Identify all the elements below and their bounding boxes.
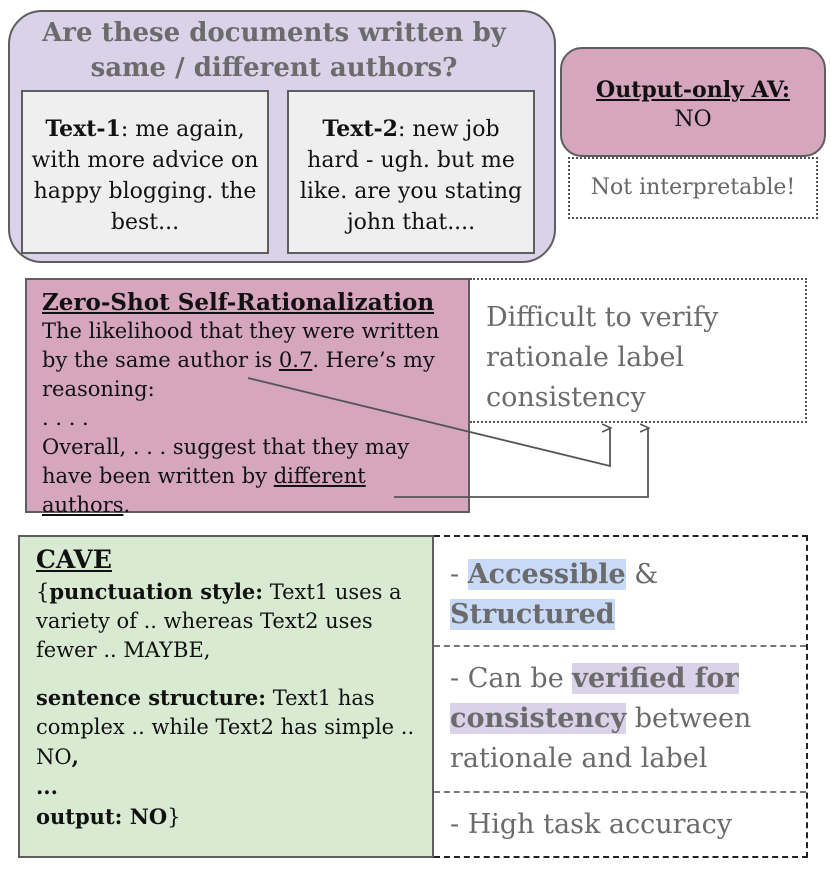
zero-shot-title: Zero-Shot Self-Rationalization <box>42 289 435 316</box>
question-title: Are these documents written by same / di… <box>42 18 506 83</box>
cave-output-key: output: NO <box>36 804 168 829</box>
cave-output: output: NO} <box>36 802 422 832</box>
benefit1-prefix: - <box>450 559 468 590</box>
cave-sentence: sentence structure: Text1 has complex ..… <box>36 683 422 772</box>
cave-title: CAVE <box>36 545 112 574</box>
benefit-divider <box>434 791 806 793</box>
zero-shot-ellipsis: . . . . <box>42 406 89 430</box>
benefit2-prefix: - Can be <box>450 663 573 694</box>
cave-dots: ... <box>36 772 422 802</box>
cave-sentence-text: Text1 has complex .. while Text2 has sim… <box>36 686 415 769</box>
benefit-accessible: - Accessible & Structured <box>434 555 806 635</box>
cave-punctuation-key: punctuation style: <box>49 579 264 604</box>
cave-open-brace: { <box>36 580 50 604</box>
predicted-label: different authors <box>42 464 366 517</box>
output-only-av-box: Output-only AV: NO <box>560 47 826 157</box>
zero-shot-line2: Overall, . . . suggest that they may hav… <box>42 433 456 520</box>
accessible-highlight: Accessible <box>467 559 626 590</box>
cave-sentence-comma: , <box>71 744 79 769</box>
structured-highlight: Structured <box>450 599 615 630</box>
benefits-box: - Accessible & Structured - Can be verif… <box>434 535 808 858</box>
cave-box: CAVE {punctuation style: Text1 uses a va… <box>18 535 434 858</box>
zero-shot-line1-pre: The likelihood that they were written by… <box>42 319 440 372</box>
zero-shot-box: Zero-Shot Self-Rationalization The likel… <box>25 278 470 517</box>
text2-label: Text-2 <box>322 116 398 142</box>
text1-label: Text-1 <box>45 116 121 142</box>
text2-body: : new job hard - ugh. but me like. are y… <box>299 117 523 235</box>
cave-punctuation-text: Text1 uses a variety of .. whereas Text2… <box>36 580 402 662</box>
cave-dots-text: ... <box>36 774 58 799</box>
cave-sentence-key: sentence structure: <box>36 685 267 710</box>
cave-close-brace: } <box>167 805 181 829</box>
cave-punctuation: {punctuation style: Text1 uses a variety… <box>36 577 422 665</box>
zero-shot-line1: The likelihood that they were written by… <box>42 317 456 404</box>
zero-shot-line2-post: . <box>123 493 131 517</box>
output-only-av-title: Output-only AV: <box>596 77 790 103</box>
text2-card: Text-2: new job hard - ugh. but me like.… <box>287 90 535 254</box>
benefit-verified: - Can be verified for consistency betwee… <box>434 659 806 779</box>
benefit1-mid: & <box>625 559 659 590</box>
likelihood-value: 0.7 <box>278 348 313 372</box>
benefit2-post: between rationale and label <box>450 703 752 774</box>
text1-card: Text-1: me again, with more advice on ha… <box>21 90 269 254</box>
benefit-divider <box>434 645 806 647</box>
output-only-av-value: NO <box>674 107 712 132</box>
text1-body: : me again, with more advice on happy bl… <box>31 117 259 235</box>
benefit-accuracy: - High task accuracy <box>450 809 732 840</box>
zero-shot-line1-post: . Here’s my reasoning: <box>42 348 435 401</box>
not-interpretable-note: Not interpretable! <box>568 157 818 219</box>
difficult-to-verify-note: Difficult to verify rationale label cons… <box>470 278 807 423</box>
